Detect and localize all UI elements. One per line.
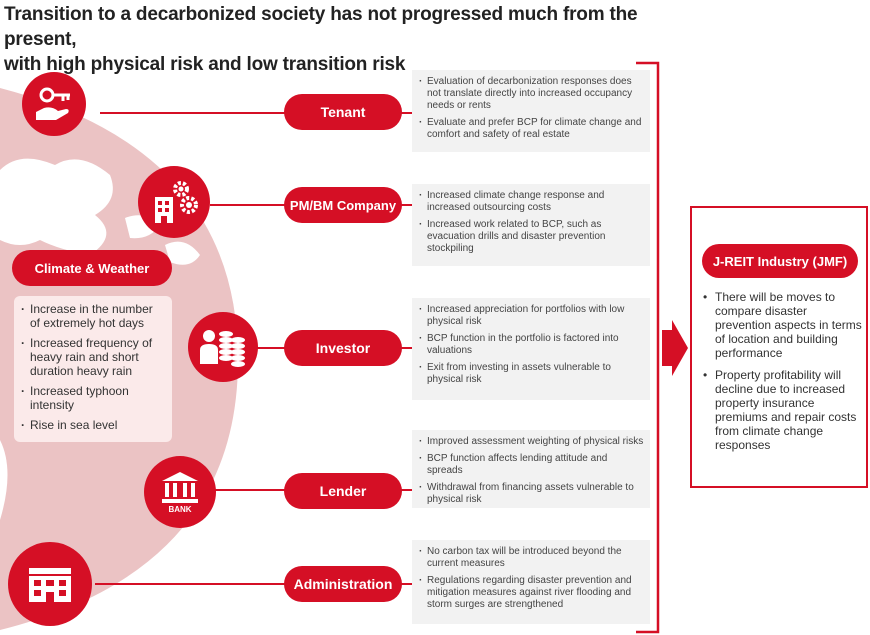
investor-notes: Increased appreciation for portfolios wi… <box>412 298 650 400</box>
tenant-notes: Evaluation of decarbonization responses … <box>412 70 650 152</box>
climate-effects-list: Increase in the number of extremely hot … <box>14 296 172 442</box>
climate-weather-label: Climate & Weather <box>12 250 172 286</box>
note-item: Increased work related to BCP, such as e… <box>418 219 644 255</box>
jreit-impact-list: There will be moves to compare disaster … <box>702 290 862 460</box>
grouping-bracket <box>636 61 660 634</box>
continent-shape <box>165 241 200 265</box>
note-item: Regulations regarding disaster preventio… <box>418 575 644 611</box>
hand-key-icon <box>22 72 86 136</box>
administration-notes: No carbon tax will be introduced beyond … <box>412 540 650 624</box>
note-item: Increased appreciation for portfolios wi… <box>418 304 644 328</box>
bank-icon: BANK <box>144 456 216 528</box>
note-item: Evaluation of decarbonization responses … <box>418 76 644 112</box>
note-item: Exit from investing in assets vulnerable… <box>418 362 644 386</box>
lender-label: Lender <box>284 473 402 509</box>
continent-shape <box>0 158 113 255</box>
page-title: Transition to a decarbonized society has… <box>4 2 704 77</box>
government-building-icon <box>8 542 92 626</box>
note-item: Improved assessment weighting of physica… <box>418 436 644 448</box>
note-item: BCP function in the portfolio is factore… <box>418 333 644 357</box>
climate-effect-item: Increase in the number of extremely hot … <box>20 302 166 330</box>
bank-icon-label: BANK <box>168 505 192 514</box>
lender-notes: Improved assessment weighting of physica… <box>412 430 650 508</box>
note-item: Withdrawal from financing assets vulnera… <box>418 482 644 506</box>
pm-bm-company-label: PM/BM Company <box>284 187 402 223</box>
title-line-1: Transition to a decarbonized society has… <box>4 4 638 50</box>
building-gears-icon <box>138 166 210 238</box>
climate-effect-item: Increased frequency of heavy rain and sh… <box>20 336 166 378</box>
note-item: Evaluate and prefer BCP for climate chan… <box>418 117 644 141</box>
pm-bm-company-notes: Increased climate change response and in… <box>412 184 650 266</box>
administration-label: Administration <box>284 566 402 602</box>
climate-effect-item: Increased typhoon intensity <box>20 384 166 412</box>
continent-shape <box>0 440 8 520</box>
jreit-impact-item: Property profitability will decline due … <box>702 368 862 452</box>
flow-arrow <box>662 320 688 376</box>
jreit-impact-item: There will be moves to compare disaster … <box>702 290 862 360</box>
person-coins-icon <box>188 312 258 382</box>
tenant-label: Tenant <box>284 94 402 130</box>
note-item: Increased climate change response and in… <box>418 190 644 214</box>
jreit-label: J-REIT Industry (JMF) <box>702 244 858 278</box>
note-item: BCP function affects lending attitude an… <box>418 453 644 477</box>
note-item: No carbon tax will be introduced beyond … <box>418 546 644 570</box>
title-line-2: with high physical risk and low transiti… <box>4 54 406 75</box>
investor-label: Investor <box>284 330 402 366</box>
climate-effect-item: Rise in sea level <box>20 418 166 432</box>
jreit-result-box: J-REIT Industry (JMF) There will be move… <box>690 206 868 488</box>
